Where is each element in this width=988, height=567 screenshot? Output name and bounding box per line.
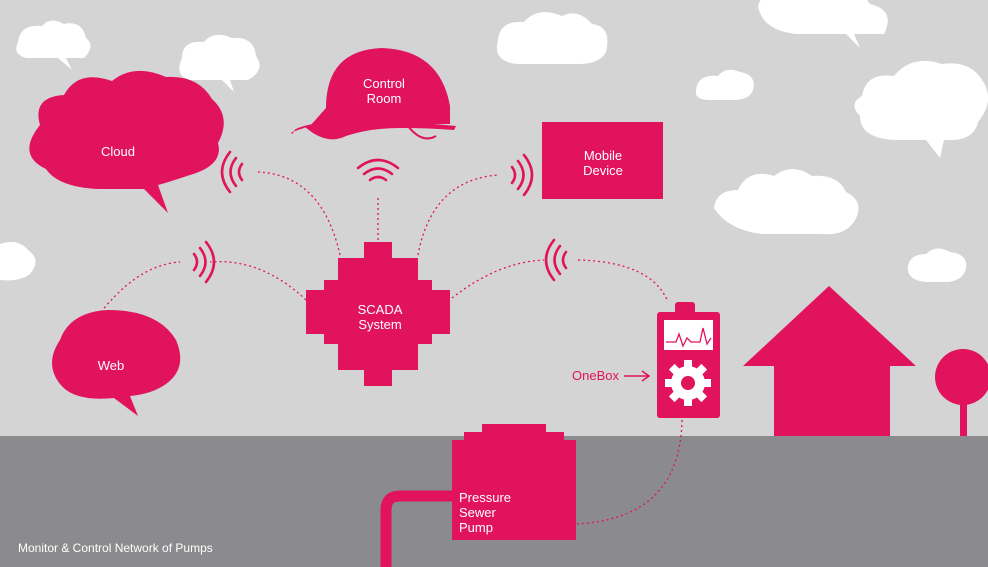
- house-icon: [743, 286, 916, 436]
- caption: Monitor & Control Network of Pumps: [18, 541, 213, 555]
- wireless-signal-icon: [222, 152, 242, 192]
- web-label: Web: [81, 358, 141, 373]
- control-room-label: Control Room: [344, 76, 424, 106]
- wireless-signal-icon: [546, 240, 566, 280]
- wireless-signal-icon: [512, 155, 532, 195]
- pump-label: Pressure Sewer Pump: [459, 490, 521, 535]
- scada-label: SCADA System: [340, 302, 420, 332]
- onebox-arrow: [624, 371, 649, 381]
- cloud-node-shape: [29, 71, 223, 213]
- onebox-device-icon: [657, 302, 720, 418]
- onebox-label: OneBox: [572, 368, 619, 383]
- tree-icon: [935, 349, 988, 436]
- mobile-device-label: Mobile Device: [563, 148, 643, 178]
- wireless-signal-icon: [358, 160, 398, 180]
- cloud-label: Cloud: [88, 144, 148, 159]
